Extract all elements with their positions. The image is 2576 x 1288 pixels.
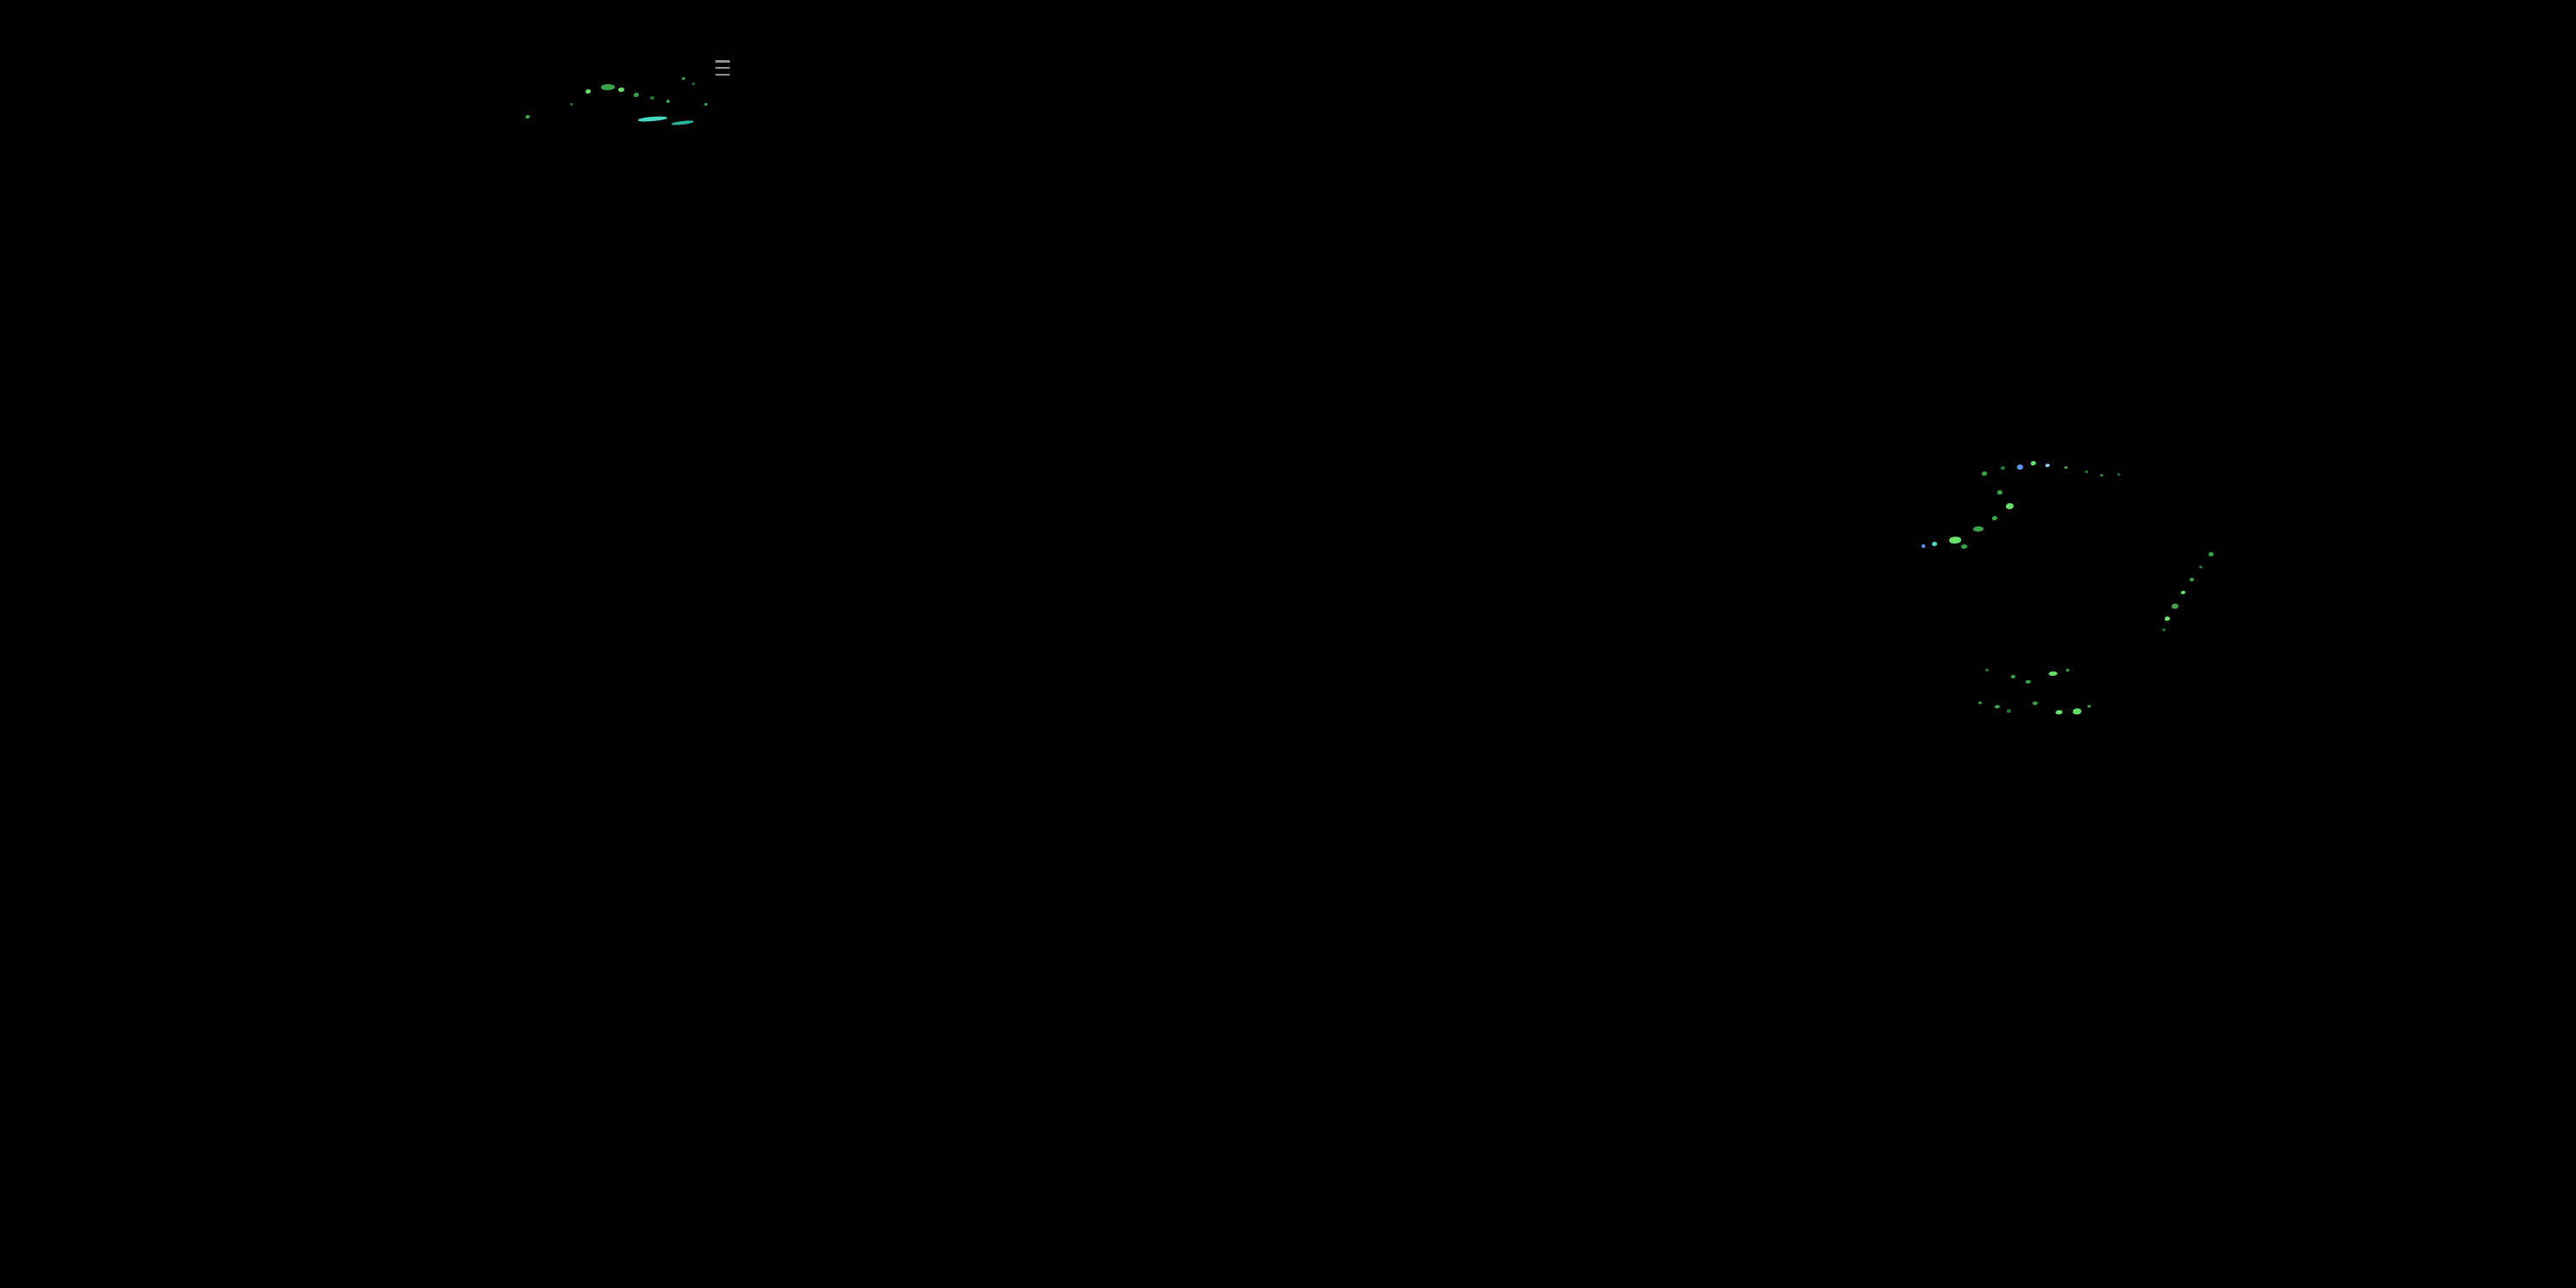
island-dot [2045, 464, 2050, 467]
island-dot [2001, 466, 2005, 470]
island-dot [2172, 604, 2178, 609]
island-dot [671, 119, 695, 126]
island-dot [2165, 617, 2170, 621]
island-dot [2031, 461, 2036, 465]
island-dot [2006, 503, 2014, 509]
island-dot [2073, 708, 2081, 714]
island-dot [2011, 675, 2015, 678]
island-dot [1922, 544, 1925, 548]
island-dot [1995, 705, 2000, 708]
island-dot [1973, 526, 1984, 532]
hamburger-menu-icon [715, 60, 730, 63]
island-dot [692, 82, 695, 85]
island-dot [2007, 709, 2011, 713]
island-dot [2056, 710, 2063, 714]
island-dot [2032, 702, 2038, 705]
island-dot [1978, 702, 1982, 704]
island-dot [2085, 471, 2088, 473]
island-dot [2117, 473, 2120, 476]
island-dot [637, 115, 668, 123]
hamburger-menu-icon [715, 66, 730, 70]
island-dot [601, 84, 615, 90]
island-dot [2049, 671, 2057, 676]
hamburger-menu-icon [715, 73, 730, 76]
island-dot [666, 100, 670, 103]
island-dot [1949, 537, 1961, 544]
island-dot [650, 96, 654, 100]
island-dot [2190, 578, 2194, 581]
island-dot [2026, 680, 2031, 683]
island-dot [2066, 669, 2069, 671]
island-dot [586, 89, 591, 94]
island-dot [634, 93, 639, 97]
island-dot [2064, 466, 2068, 469]
island-dot [682, 77, 685, 80]
island-dot [2208, 552, 2214, 556]
island-dot [570, 103, 573, 106]
menu-button[interactable] [713, 58, 735, 77]
island-dot [526, 115, 530, 118]
island-dot [1985, 669, 1989, 671]
island-dot [1961, 544, 1967, 549]
island-dot [2199, 566, 2202, 568]
island-dot [2162, 629, 2166, 631]
island-dot [618, 88, 624, 92]
island-dot [1992, 516, 1997, 520]
island-dot [2181, 591, 2185, 594]
island-dot [2017, 465, 2023, 470]
island-dot [2100, 474, 2103, 477]
island-dot [1997, 490, 2002, 495]
island-dot [704, 103, 708, 106]
island-dot [1932, 542, 1937, 546]
island-dot [1982, 471, 1987, 476]
island-dot [2087, 705, 2091, 708]
